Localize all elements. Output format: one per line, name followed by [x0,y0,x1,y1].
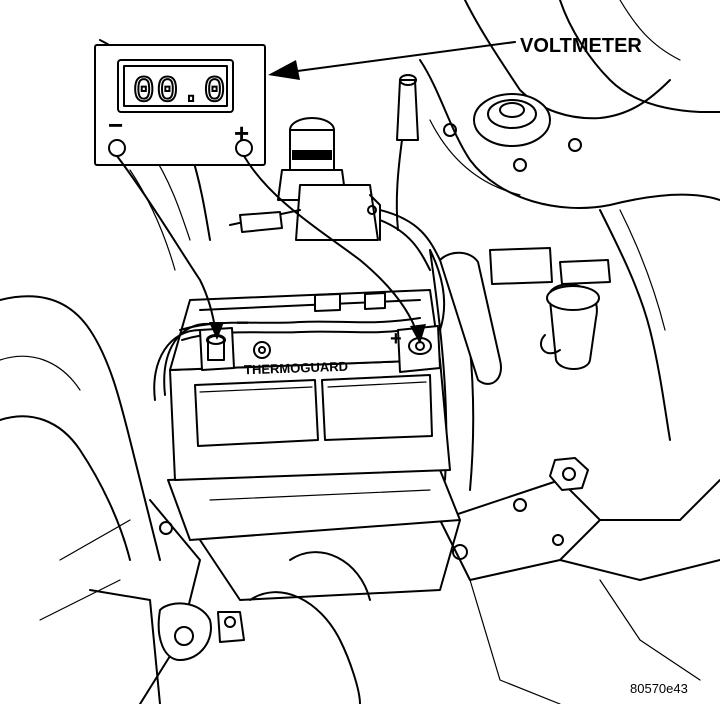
voltmeter: 00.0 − + [94,44,266,166]
voltmeter-positive-jack [235,139,253,157]
battery-brand-label: THERMOGUARD [244,359,348,378]
voltmeter-display-reading: 00.0 [133,71,227,112]
voltmeter-callout-line [289,41,516,73]
negative-lead-arrowhead [209,322,224,340]
battery: THERMOGUARD − + [153,249,451,481]
battery-negative-symbol: − [236,310,249,335]
positive-lead-arrowhead [410,324,426,344]
test-leads [116,155,426,344]
voltmeter-negative-jack [108,139,126,157]
voltmeter-callout-arrowhead [268,60,300,80]
voltmeter-callout: VOLTMETER [268,35,642,80]
voltmeter-display-frame [117,59,234,113]
voltmeter-negative-symbol: − [108,110,123,140]
figure-id-label: 80570e43 [630,681,688,696]
negative-test-lead [116,155,217,335]
positive-test-lead [243,155,419,337]
voltmeter-callout-label: VOLTMETER [520,35,642,57]
battery-positive-symbol: + [390,328,402,350]
